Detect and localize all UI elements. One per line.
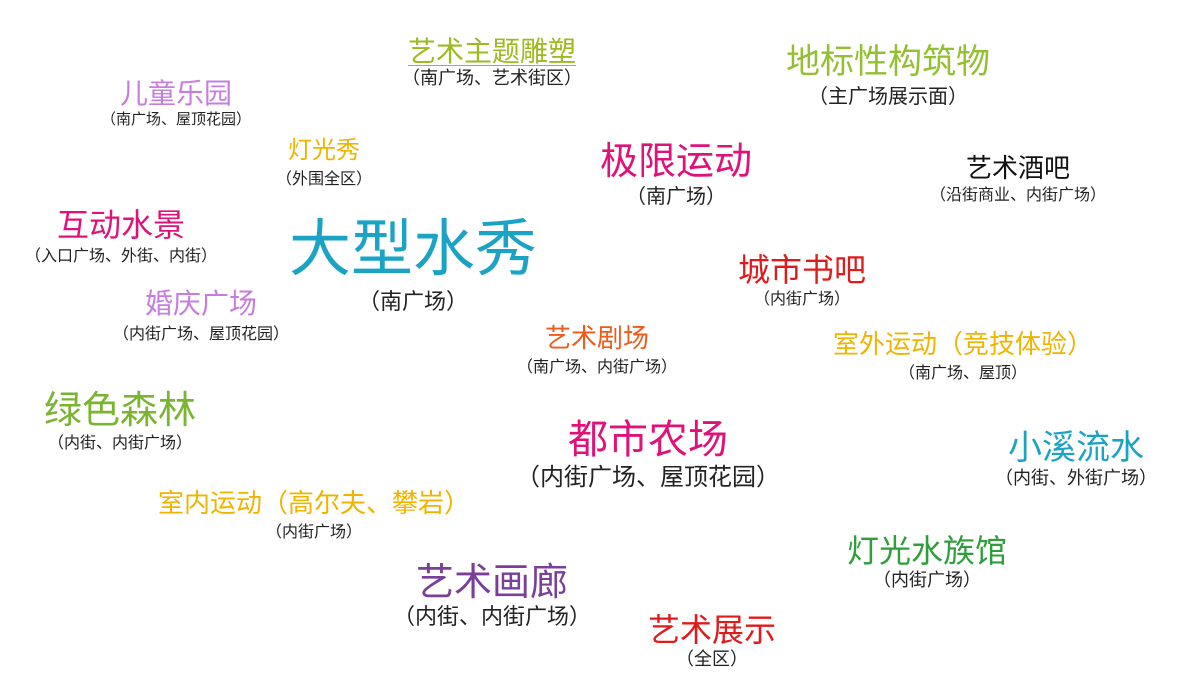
feature-landmark-structure: 地标性构筑物 主广场展示面 [786,42,990,108]
feature-stream: 小溪流水 内街、外街广场 [995,428,1157,490]
feature-location: 南广场、屋顶花园 [101,110,251,128]
feature-location: 入口广场、外街、内街 [25,246,217,265]
feature-location: 内街、内街广场 [44,433,196,452]
feature-location: 内街广场 [738,289,866,308]
feature-name: 室外运动（竞技体验） [832,330,1094,360]
feature-location: 南广场、内街广场 [517,357,677,376]
feature-art-bar: 艺术酒吧 沿街商业、内街广场 [930,154,1106,204]
feature-light-show: 灯光秀 外围全区 [276,136,372,188]
feature-art-theater: 艺术剧场 南广场、内街广场 [517,324,677,376]
feature-indoor-sports: 室内运动（高尔夫、攀岩） 内街广场 [157,489,471,541]
feature-art-exhibition: 艺术展示 全区 [648,612,776,670]
feature-light-aquarium: 灯光水族馆 内街广场 [847,533,1007,591]
feature-urban-farm: 都市农场 内街广场、屋顶花园 [516,417,780,492]
feature-name: 极限运动 [599,139,753,183]
feature-location: 内街、内街广场 [393,605,591,631]
feature-name: 都市农场 [568,417,728,463]
feature-wedding-plaza: 婚庆广场 内街广场、屋顶花园 [113,287,289,343]
feature-location: 内街、外街广场 [995,468,1157,490]
feature-location: 南广场 [289,290,537,316]
feature-name: 地标性构筑物 [786,42,990,82]
feature-name: 灯光水族馆 [846,532,1008,570]
feature-art-gallery: 艺术画廊 内街、内街广场 [393,560,591,631]
feature-name: 小溪流水 [1008,428,1144,468]
feature-extreme-sports: 极限运动 南广场 [599,139,753,208]
feature-city-book-bar: 城市书吧 内街广场 [738,252,866,308]
feature-location: 南广场、屋顶 [833,363,1093,382]
feature-location: 南广场、艺术街区 [402,68,582,90]
feature-location: 内街广场、屋顶花园 [516,463,780,492]
feature-interactive-water: 互动水景 入口广场、外街、内街 [25,207,217,265]
feature-location: 内街广场、屋顶花园 [113,324,289,343]
feature-name: 艺术剧场 [544,324,650,354]
feature-location: 内街广场 [847,570,1007,592]
feature-name: 大型水秀 [288,212,538,285]
feature-location: 南广场 [600,184,752,208]
feature-name: 灯光秀 [287,136,360,164]
feature-location: 全区 [648,649,776,671]
feature-location: 外围全区 [276,169,372,188]
feature-outdoor-sports: 室外运动（竞技体验） 南广场、屋顶 [832,330,1094,382]
feature-name: 婚庆广场 [144,287,258,320]
feature-art-sculpture: 艺术主题雕塑 南广场、艺术街区 [402,35,582,90]
feature-location: 主广场展示面 [786,84,990,108]
feature-location: 内街广场 [158,522,470,541]
feature-name: 互动水景 [56,206,186,244]
feature-green-forest: 绿色森林 内街、内街广场 [43,388,197,452]
feature-name: 城市书吧 [737,251,867,289]
feature-name: 室内运动（高尔夫、攀岩） [157,489,471,519]
feature-location: 沿街商业、内街广场 [930,185,1106,204]
feature-name: 艺术主题雕塑 [407,35,576,68]
feature-kids-park: 儿童乐园 南广场、屋顶花园 [101,77,251,128]
feature-large-water-show: 大型水秀 南广场 [289,213,537,317]
feature-name: 艺术酒吧 [965,154,1071,184]
feature-name: 绿色森林 [43,388,197,432]
feature-name: 艺术画廊 [415,560,569,604]
feature-name: 艺术展示 [647,611,777,649]
feature-name: 儿童乐园 [119,77,233,110]
